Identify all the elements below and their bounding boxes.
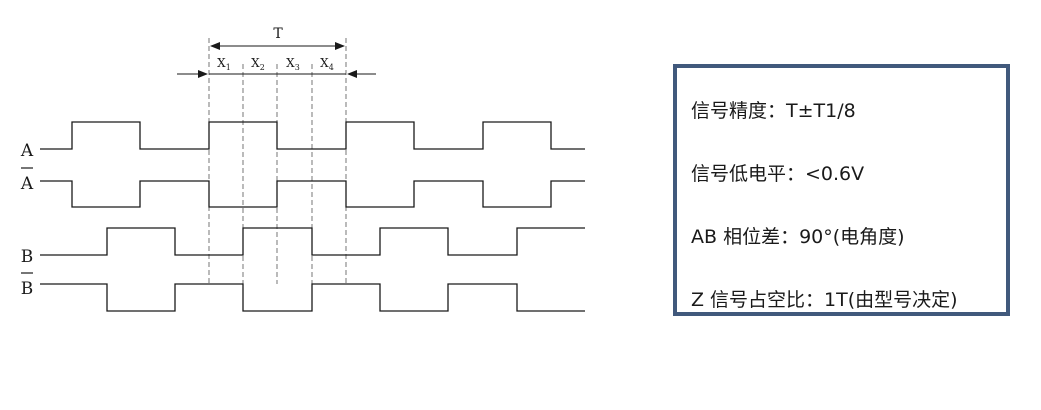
spec-accuracy: 信号精度：T±T1/8 [691, 100, 856, 122]
waveform-b-bar [40, 283, 585, 312]
waveform-a [40, 121, 585, 150]
signal-label-a-bar: A [20, 174, 34, 194]
spec-z-duty-cycle: Z 信号占空比：1T(由型号决定) [691, 289, 958, 311]
signal-spec-panel: 信号精度：T±T1/8 信号低电平：<0.6V AB 相位差：90°(电角度) … [673, 64, 1010, 316]
quadrature-timing-diagram: T X1 X2 X3 X4 A A B B [20, 26, 585, 312]
spec-phase-difference: AB 相位差：90°(电角度) [691, 226, 905, 248]
segment-label-x3: X3 [286, 56, 300, 72]
guide-lines [208, 38, 347, 284]
signal-label-b-bar: B [21, 279, 34, 299]
period-label: T [273, 26, 283, 42]
segment-label-x4: X4 [320, 56, 334, 72]
period-dimension: T [210, 26, 345, 50]
spec-low-level: 信号低电平：<0.6V [691, 163, 865, 185]
segment-label-x2: X2 [251, 56, 265, 72]
waveform-a-bar [40, 180, 585, 208]
segment-label-x1: X1 [217, 56, 231, 72]
waveform-b [40, 227, 585, 256]
signal-label-a: A [20, 141, 34, 161]
signal-label-b: B [21, 247, 34, 267]
